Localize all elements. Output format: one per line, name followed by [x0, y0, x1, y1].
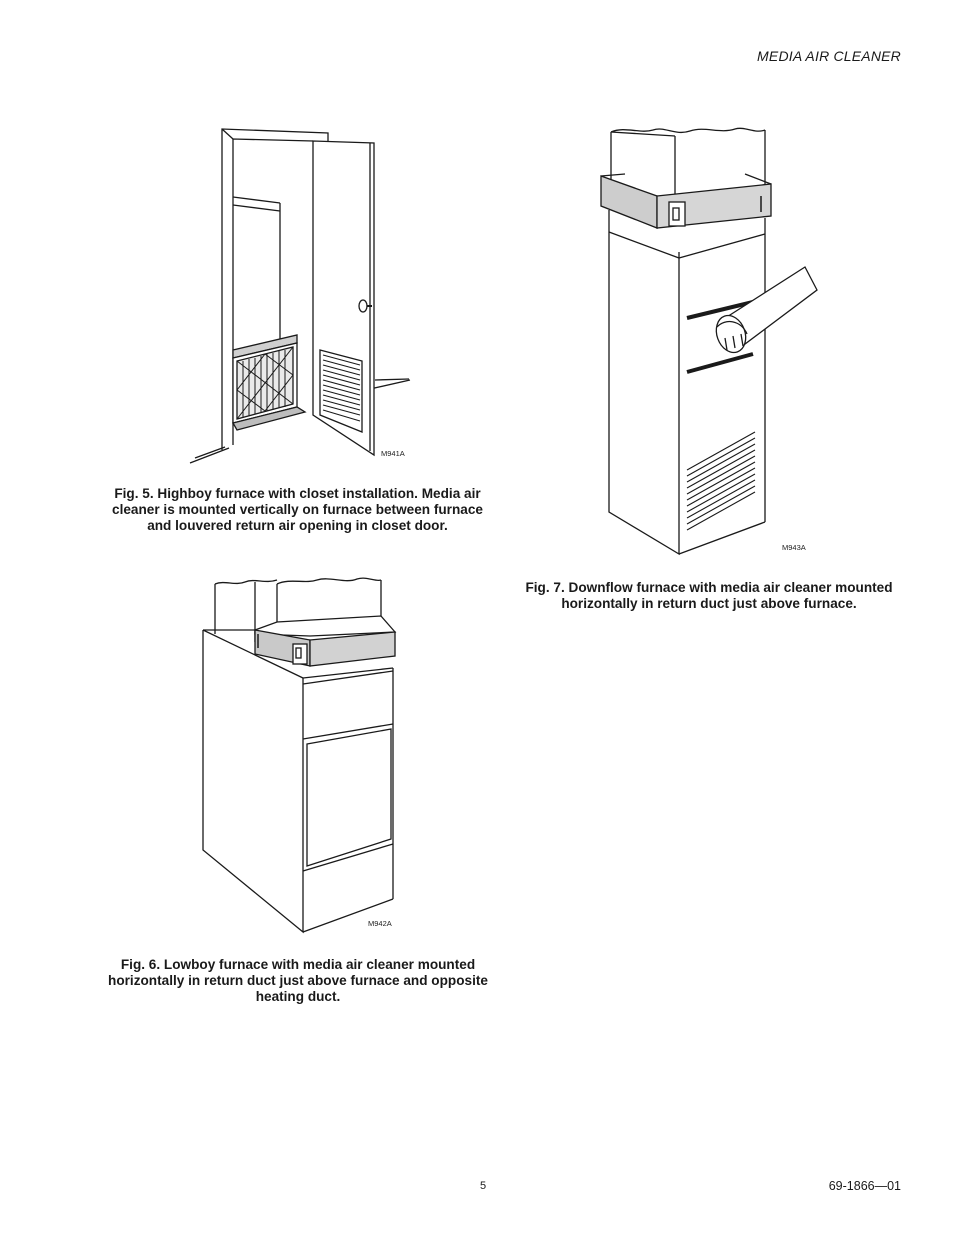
figure-5-code: M941A [381, 449, 405, 458]
figure-6-illustration: M942A [195, 574, 410, 939]
figure-7-illustration: M943A [595, 122, 825, 562]
figure-7-code: M943A [782, 543, 806, 552]
figure-7-caption: Fig. 7. Downflow furnace with media air … [525, 580, 893, 611]
page-number: 5 [480, 1180, 487, 1192]
document-number: 69-1866—01 [828, 1179, 901, 1193]
page-header-title: MEDIA AIR CLEANER [757, 48, 901, 64]
figure-6-code: M942A [368, 919, 392, 928]
figure-5-illustration: M941A [185, 125, 420, 470]
figure-5-caption: Fig. 5. Highboy furnace with closet inst… [112, 486, 483, 533]
figure-6-caption: Fig. 6. Lowboy furnace with media air cl… [108, 957, 488, 1004]
